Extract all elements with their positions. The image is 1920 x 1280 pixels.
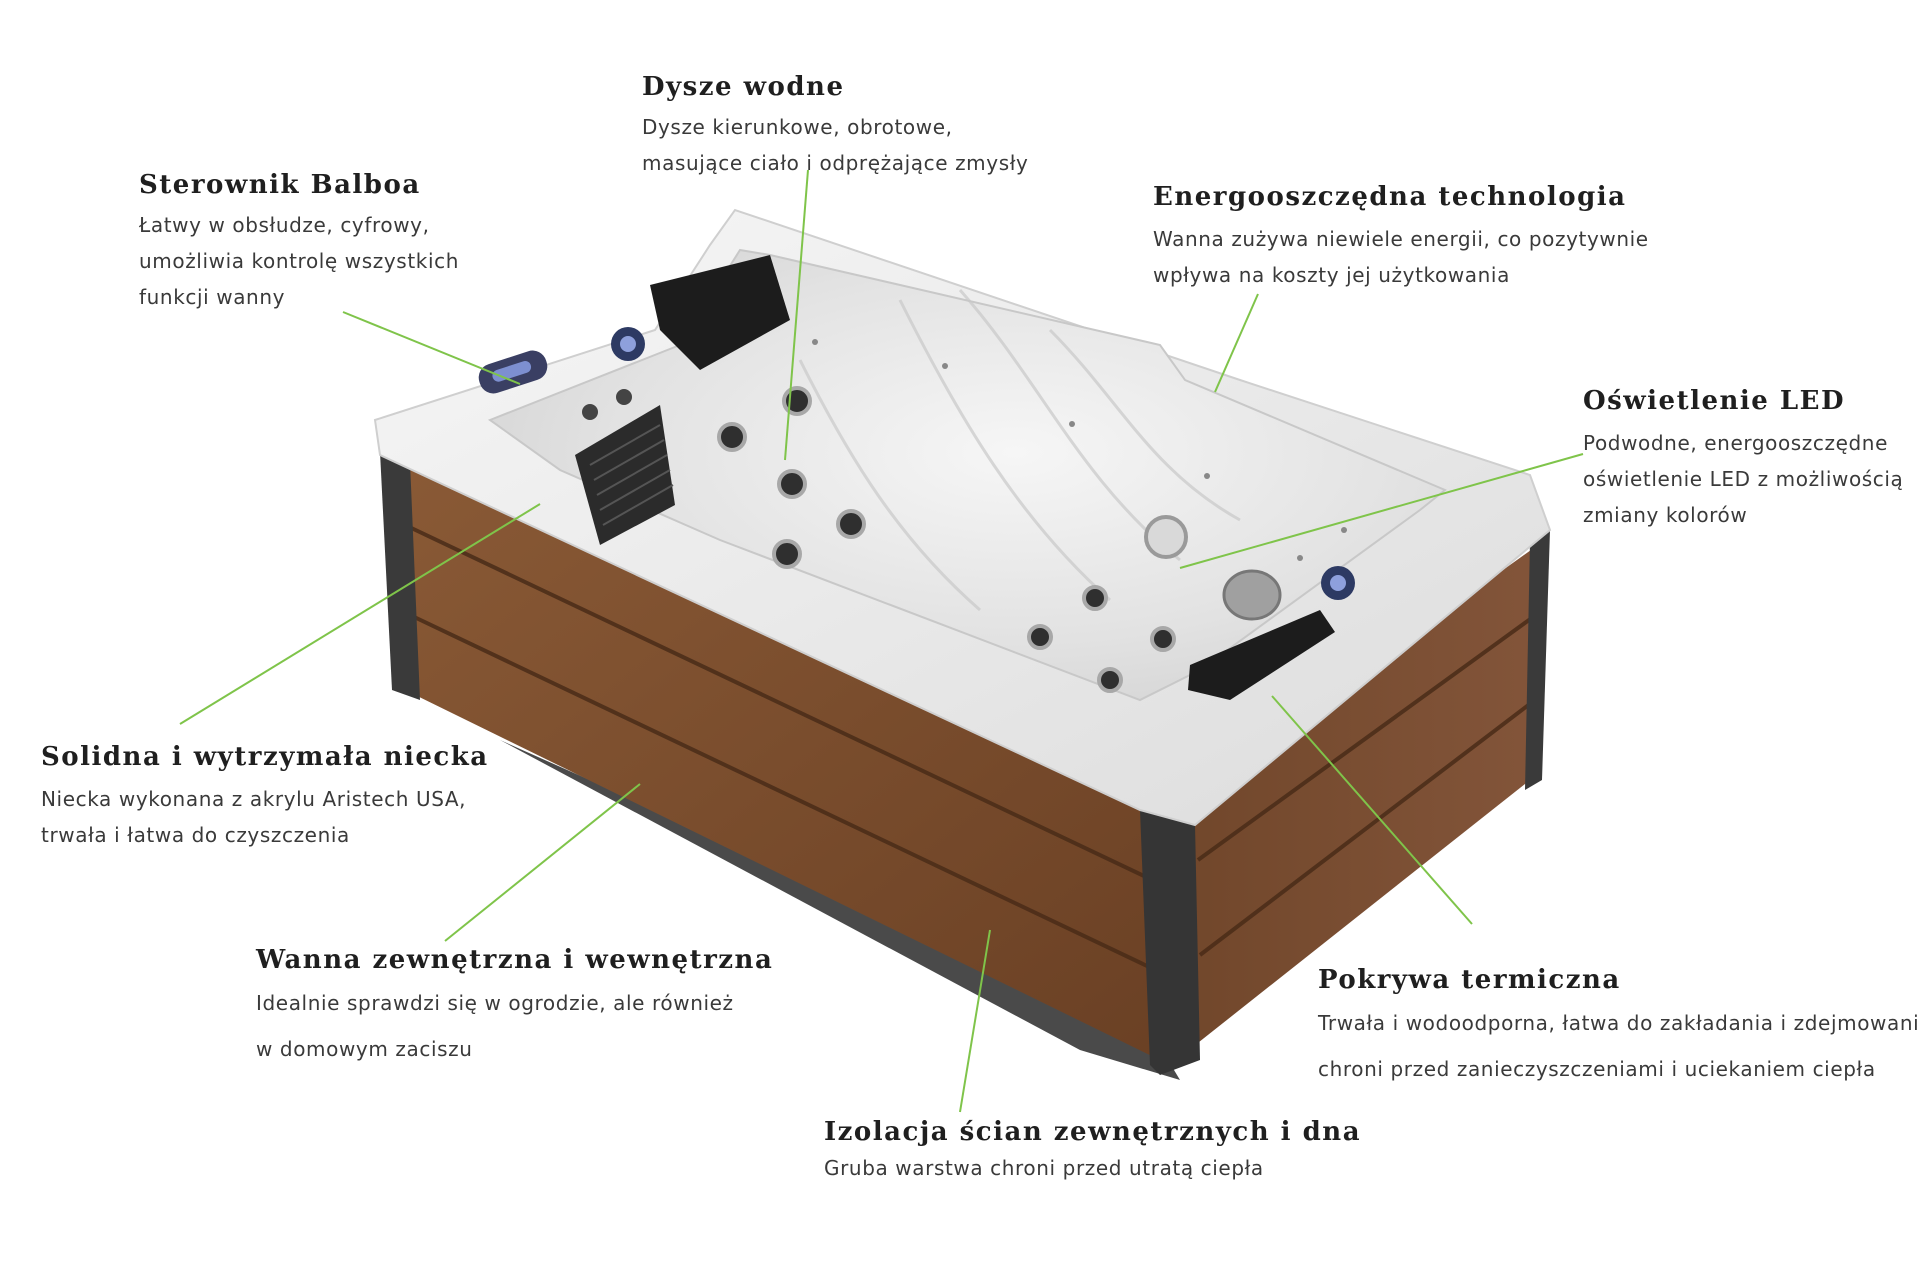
feature-title: Pokrywa termiczna [1318, 965, 1621, 995]
headrest-pillow-back [650, 255, 790, 370]
feature-energo: Energooszczędna technologia Wanna zużywa… [1153, 182, 1649, 293]
corner-post-front [1140, 810, 1200, 1075]
feature-title: Oświetlenie LED [1583, 386, 1846, 416]
feature-title: Dysze wodne [642, 72, 845, 102]
feature-pokrywa: Pokrywa termiczna Trwała i wodoodporna, … [1318, 965, 1920, 1092]
water-jets [717, 386, 1176, 693]
leader-izolacja [959, 929, 991, 1113]
headrest-pillow-front [1188, 610, 1335, 700]
feature-izolacja: Izolacja ścian zewnętrznych i dna Gruba … [824, 1117, 1361, 1186]
wood-panel-front [392, 455, 1170, 1065]
feature-description: Trwała i wodoodporna, łatwa do zakładani… [1318, 1011, 1920, 1082]
suction-intake [1222, 569, 1282, 621]
feature-dysze: Dysze wodne Dysze kierunkowe, obrotowe, … [642, 72, 1028, 181]
feature-description: Idealnie sprawdzi się w ogrodzie, ale ró… [256, 991, 734, 1062]
feature-title: Energooszczędna technologia [1153, 182, 1627, 212]
feature-title: Solidna i wytrzymała niecka [41, 742, 489, 772]
acrylic-basin [487, 248, 1447, 702]
feature-title: Sterownik Balboa [139, 170, 421, 200]
feature-description: Dysze kierunkowe, obrotowe, masujące cia… [642, 115, 1029, 176]
feature-description: Gruba warstwa chroni przed utratą ciepła [824, 1156, 1264, 1181]
feature-description: Niecka wykonana z akrylu Aristech USA, t… [41, 787, 467, 848]
feature-description: Łatwy w obsłudze, cyfrowy, umożliwia kon… [139, 213, 459, 310]
feature-led: Oświetlenie LED Podwodne, energooszczędn… [1583, 386, 1903, 533]
leader-led [1179, 453, 1584, 569]
leader-wanna [444, 783, 641, 942]
feature-description: Wanna zużywa niewiele energii, co pozyty… [1153, 227, 1649, 288]
feature-wanna: Wanna zewnętrzna i wewnętrzna Idealnie s… [256, 945, 773, 1072]
leader-niecka [179, 503, 541, 725]
led-light [1144, 515, 1188, 559]
feature-title: Izolacja ścian zewnętrznych i dna [824, 1117, 1362, 1147]
feature-description: Podwodne, energooszczędne oświetlenie LE… [1583, 431, 1904, 528]
feature-title: Wanna zewnętrzna i wewnętrzna [256, 945, 774, 975]
leader-pokrywa [1271, 695, 1473, 925]
feature-sterownik: Sterownik Balboa Łatwy w obsłudze, cyfro… [139, 170, 459, 315]
corner-post-left [380, 452, 420, 700]
corner-post-right [1525, 530, 1550, 790]
leader-lines [179, 169, 1584, 1113]
leader-sterownik [342, 311, 521, 385]
wood-panel-side [1160, 540, 1545, 1065]
tub-body [373, 208, 1552, 1080]
feature-niecka: Solidna i wytrzymała niecka Niecka wykon… [41, 742, 489, 853]
leader-energo [1214, 293, 1259, 393]
leader-dysze [784, 169, 809, 461]
